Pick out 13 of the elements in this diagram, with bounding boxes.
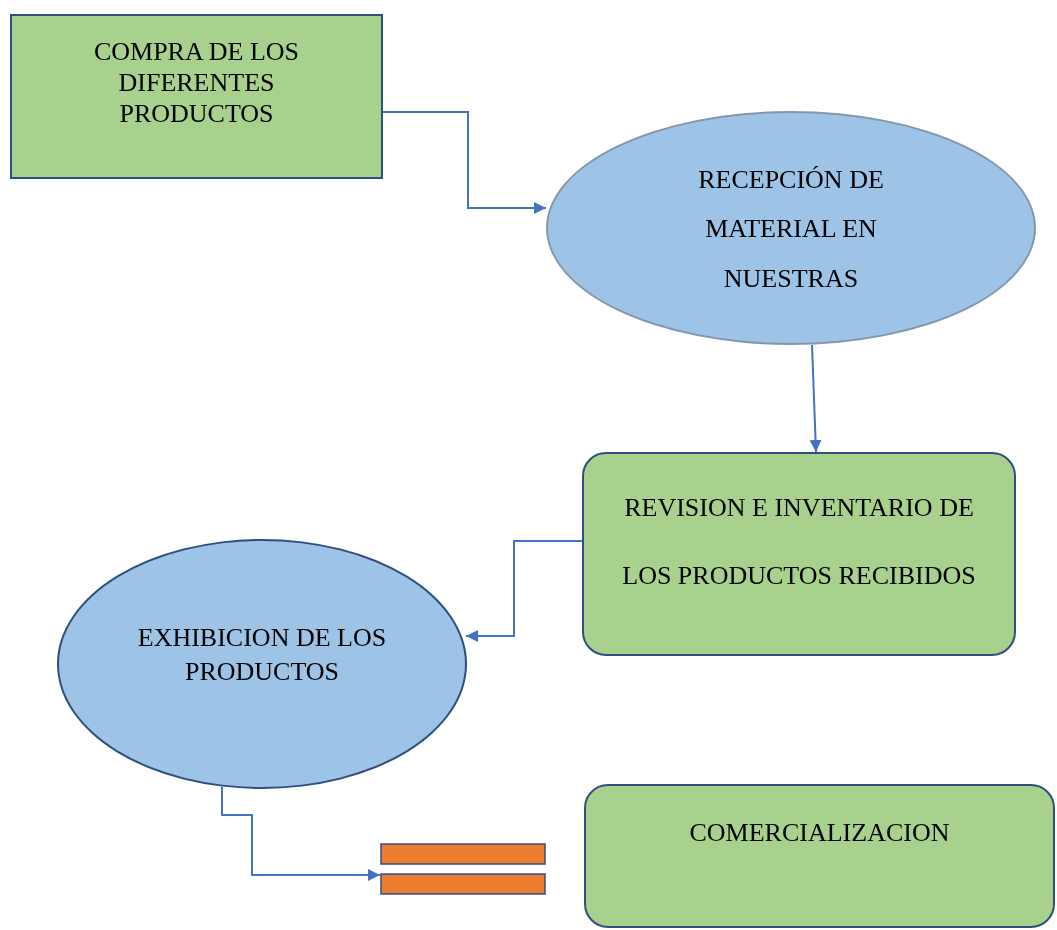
arrow [382,111,547,214]
arrow [465,540,583,642]
equals-bars [380,843,546,895]
arrow [221,786,381,881]
arrow [809,344,822,453]
node-label: COMPRA DE LOS DIFERENTES PRODUCTOS [92,36,301,130]
process-box [10,14,383,179]
node-label: RECEPCIÓN DE MATERIAL EN NUESTRAS [697,164,885,295]
node-label: COMERCIALIZACION [688,817,951,849]
rounded-process-box [584,784,1055,928]
rounded-process-box [582,452,1016,656]
node-label: REVISION E INVENTARIO DE LOS PRODUCTOS RECIBIDOS [621,492,977,592]
node-label: EXHIBICION DE LOS PRODUCTOS [136,622,388,688]
